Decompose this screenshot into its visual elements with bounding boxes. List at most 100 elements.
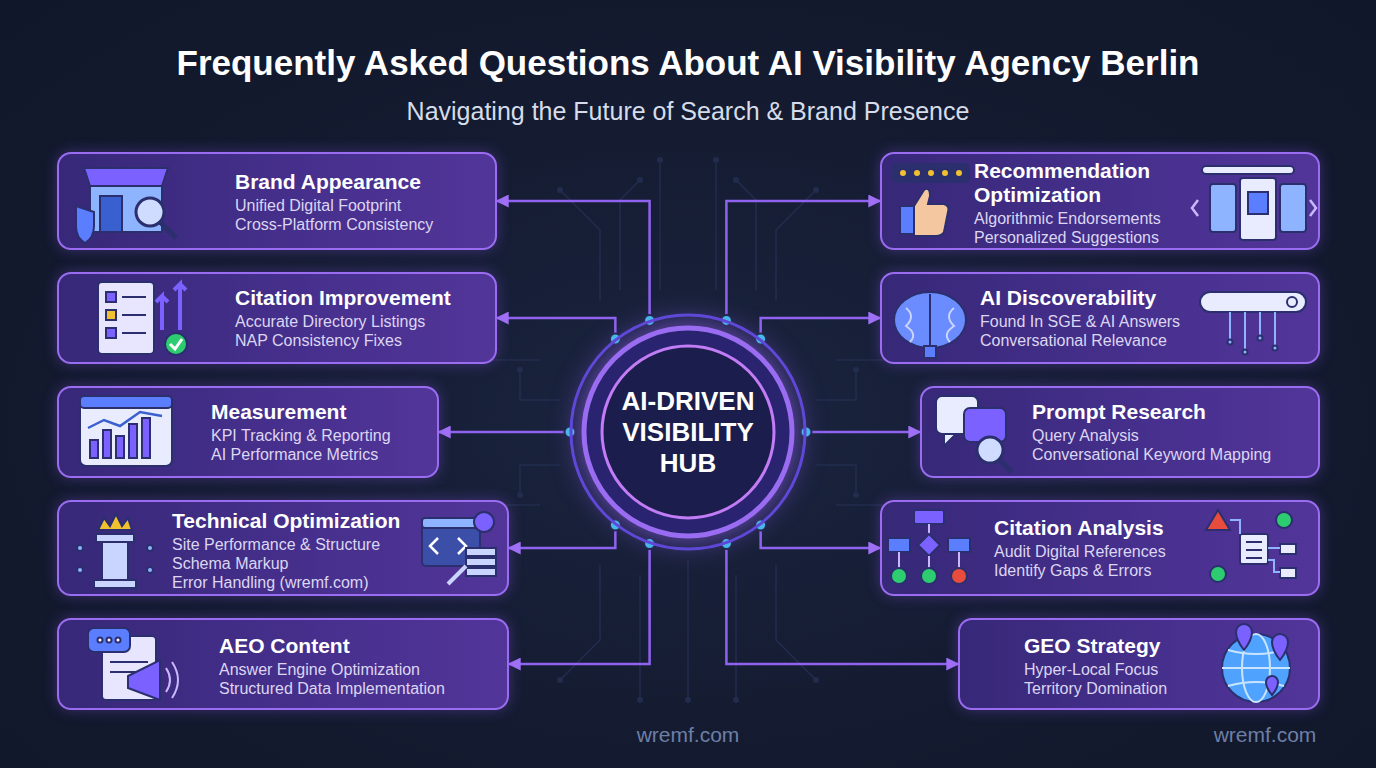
box-heading: AEO Content	[219, 634, 491, 658]
thumbs-up-icon-part	[927, 169, 935, 177]
dashboard-icon-part	[103, 430, 111, 458]
storefront-icon-part	[90, 184, 162, 232]
circuit-trace-part	[687, 560, 689, 700]
megaphone-document-icon-part	[88, 628, 130, 652]
pillar-crown-icon-part	[77, 545, 83, 551]
megaphone-document-icon-part	[107, 638, 112, 643]
circuit-trace-part	[735, 575, 737, 700]
flowchart-icon-part	[928, 556, 930, 568]
search-bar-icon-part	[1228, 340, 1233, 345]
thumbs-up-icon-part	[914, 189, 949, 236]
thumbs-up-icon-part	[955, 169, 963, 177]
megaphone-document-icon-part	[128, 660, 160, 700]
circuit-pad-part	[557, 187, 563, 193]
flowchart-icon-part	[928, 524, 930, 534]
box-detail: Identify Gaps & Errors	[994, 561, 1202, 580]
megaphone-document-icon-part	[110, 671, 140, 673]
circuit-pad-part	[685, 697, 691, 703]
connector-arrow	[761, 525, 880, 548]
circuit-pad-part	[733, 177, 739, 183]
connector-arrow	[509, 544, 650, 664]
globe-icon-part	[1236, 624, 1252, 650]
brain-icon	[894, 292, 966, 358]
box-detail: Cross-Platform Consistency	[235, 215, 489, 234]
circuit-trace-part	[659, 160, 661, 290]
connector-arrow	[497, 201, 650, 320]
citation-document-icon-part	[122, 296, 146, 298]
thumbs-up-icon-part	[913, 169, 921, 177]
product-cards-icon-part	[1280, 184, 1306, 232]
flowchart-icon-part	[918, 534, 940, 556]
audit-list-icon-part	[1210, 566, 1226, 582]
topic-box: AI DiscoverabilityFound In SGE & AI Answ…	[880, 272, 1320, 364]
dashboard-icon	[80, 396, 172, 466]
circuit-pad-part	[637, 697, 643, 703]
box-detail: Accurate Directory Listings	[235, 312, 489, 331]
text-column: Brand AppearanceUnified Digital Footprin…	[235, 170, 489, 234]
pillar-crown-icon-part	[102, 542, 128, 580]
circuit-trace-part	[620, 180, 640, 290]
box-heading: Recommendation Optimization	[974, 159, 1188, 207]
circuit-trace-part	[736, 180, 756, 290]
subtitle: Navigating the Future of Search & Brand …	[388, 97, 988, 126]
audit-list-icon-part	[1276, 512, 1292, 528]
storefront-icon	[76, 168, 176, 243]
globe-icon-part	[1222, 634, 1290, 702]
text-column: AEO ContentAnswer Engine OptimizationStr…	[219, 634, 491, 698]
speech-bubble-icon-part	[999, 459, 1012, 472]
citation-document-icon-part	[156, 296, 168, 330]
search-bar-icon-part	[1273, 346, 1278, 351]
text-column: Citation ImprovementAccurate Directory L…	[235, 286, 489, 350]
search-bar-icon-part	[1243, 350, 1248, 355]
audit-list-icon-part	[1246, 557, 1262, 559]
text-column: GEO StrategyHyper-Local FocusTerritory D…	[1024, 634, 1222, 698]
code-window-icon-part	[466, 568, 496, 576]
circuit-trace-part	[816, 370, 856, 400]
dashboard-icon-part	[142, 418, 150, 458]
megaphone-document-icon-part	[116, 638, 121, 643]
code-window-icon-part	[458, 538, 466, 554]
circuit-trace-part	[776, 190, 816, 300]
topic-box: GEO StrategyHyper-Local FocusTerritory D…	[958, 618, 1320, 710]
citation-document-icon-part	[174, 284, 186, 330]
flowchart-icon-part	[958, 552, 960, 568]
thumbs-up-icon	[893, 164, 969, 236]
globe-icon-part	[1228, 650, 1284, 686]
audit-list-icon-part	[1280, 568, 1296, 578]
text-column: AI DiscoverabilityFound In SGE & AI Answ…	[980, 286, 1190, 350]
topic-box: Brand AppearanceUnified Digital Footprin…	[57, 152, 497, 250]
code-window-icon-part	[422, 518, 480, 566]
storefront-icon-part	[136, 198, 164, 226]
product-cards-icon-part	[1240, 178, 1276, 240]
globe-icon-part	[1272, 634, 1288, 660]
circuit-pad-part	[853, 367, 859, 373]
pillar-crown-icon-part	[147, 545, 153, 551]
citation-document-icon-part	[165, 333, 187, 355]
citation-document-icon	[98, 282, 187, 355]
flowchart-icon-part	[951, 568, 967, 584]
audit-list-icon-part	[1246, 541, 1262, 543]
text-column: Technical OptimizationSite Performance &…	[172, 509, 472, 592]
pillar-crown-icon-part	[77, 567, 83, 573]
connector-arrow	[761, 318, 880, 339]
box-detail: Answer Engine Optimization	[219, 660, 491, 679]
code-window-icon-part	[466, 548, 496, 556]
circuit-pad-part	[557, 677, 563, 683]
brain-icon-part	[947, 308, 954, 342]
globe-icon-part	[1266, 676, 1278, 695]
hub-text-frame: AI-DRIVEN VISIBILITY HUB	[570, 314, 806, 550]
box-detail: Territory Domination	[1024, 679, 1222, 698]
pillar-crown-icon	[77, 514, 153, 588]
search-bar-icon-part	[1200, 292, 1306, 312]
flowchart-icon-part	[888, 538, 910, 552]
connector-arrow	[509, 525, 615, 548]
box-detail: Found In SGE & AI Answers	[980, 312, 1190, 331]
brain-icon-part	[894, 292, 966, 348]
code-window-icon-part	[430, 538, 438, 554]
dashboard-icon-part	[80, 396, 172, 408]
circuit-trace-part	[520, 370, 560, 400]
globe-icon-part	[1222, 667, 1290, 669]
circuit-pad-part	[637, 177, 643, 183]
code-window-icon-part	[474, 512, 494, 532]
citation-document-icon-part	[122, 332, 146, 334]
